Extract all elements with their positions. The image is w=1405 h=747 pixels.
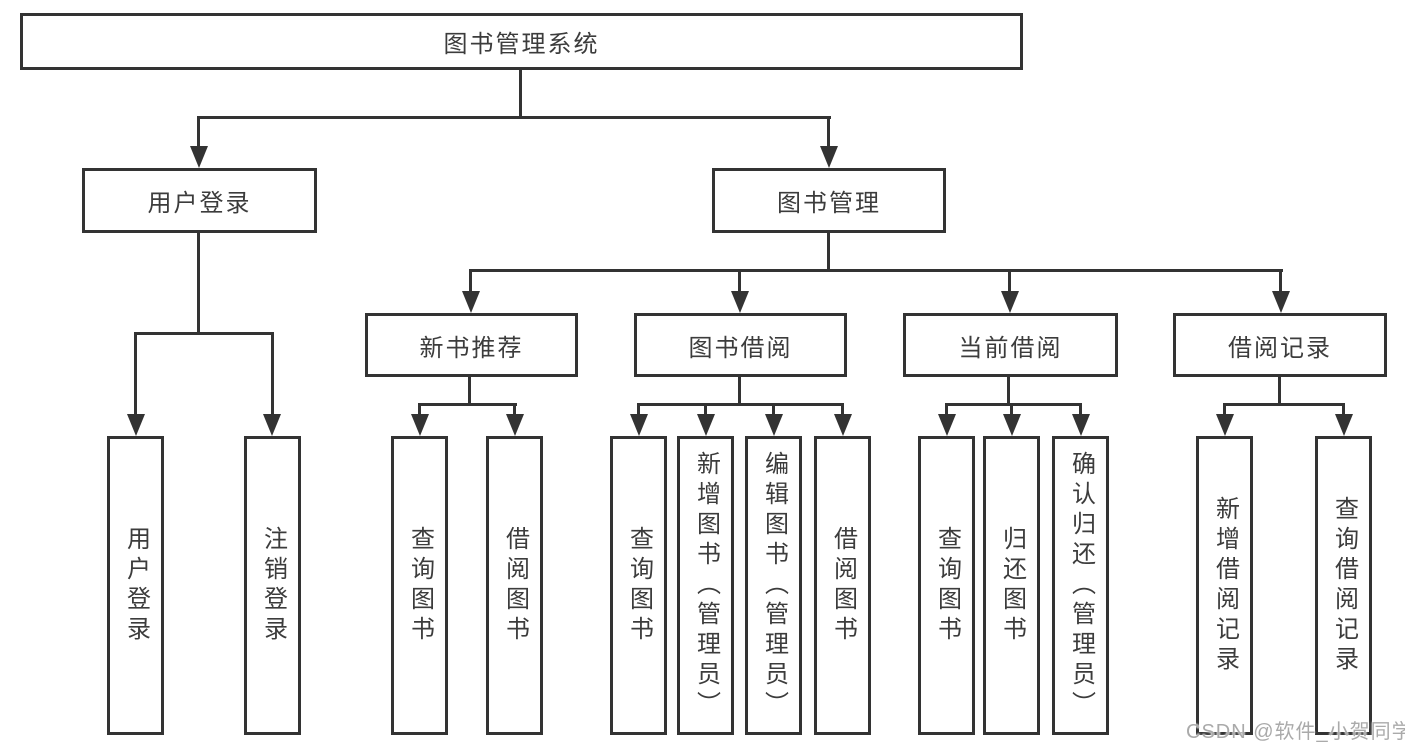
connector-segment: [1278, 377, 1281, 406]
arrowhead-icon: [506, 414, 524, 436]
connector-segment: [197, 116, 200, 150]
csdn-watermark: CSDN @软件_小贺同学: [1186, 721, 1405, 743]
arrowhead-icon: [731, 291, 749, 313]
connector-segment: [841, 403, 844, 417]
arrowhead-icon: [263, 414, 281, 436]
connector-segment: [772, 403, 775, 417]
connector-segment: [1223, 403, 1345, 406]
leaf-logout-login-label: 注销登录: [259, 525, 287, 646]
connector-segment: [519, 70, 522, 119]
node-user-login: 用户登录: [82, 168, 317, 233]
connector-segment: [637, 403, 844, 406]
leaf-borrow-books-recommend: 借阅图书: [486, 436, 543, 735]
connector-segment: [1010, 403, 1013, 417]
arrowhead-icon: [411, 414, 429, 436]
leaf-query-borrow-record-label: 查询借阅记录: [1330, 495, 1358, 676]
connector-segment: [738, 377, 741, 406]
arrowhead-icon: [1072, 414, 1090, 436]
leaf-add-books-admin: 新增图书（管理员）: [677, 436, 734, 735]
arrowhead-icon: [630, 414, 648, 436]
connector-segment: [1007, 377, 1010, 406]
leaf-confirm-return-admin-label: 确认归还（管理员）: [1067, 450, 1095, 721]
arrowhead-icon: [697, 414, 715, 436]
arrowhead-icon: [1216, 414, 1234, 436]
connector-segment: [1008, 269, 1011, 293]
connector-segment: [134, 332, 137, 416]
connector-segment: [1342, 403, 1345, 417]
arrowhead-icon: [190, 146, 208, 168]
leaf-borrow-books-label: 借阅图书: [829, 525, 857, 646]
leaf-user-login-label: 用户登录: [122, 525, 150, 646]
connector-segment: [1279, 269, 1282, 293]
connector-segment: [197, 233, 200, 335]
arrowhead-icon: [462, 291, 480, 313]
connector-segment: [704, 403, 707, 417]
node-new-book-recommend: 新书推荐: [365, 313, 578, 377]
connector-segment: [134, 332, 274, 335]
connector-segment: [738, 269, 741, 293]
node-current-borrow: 当前借阅: [903, 313, 1118, 377]
connector-segment: [197, 116, 831, 119]
leaf-borrow-books: 借阅图书: [814, 436, 871, 735]
node-book-borrow: 图书借阅: [634, 313, 847, 377]
node-current-borrow-label: 当前借阅: [958, 334, 1063, 362]
arrowhead-icon: [1272, 291, 1290, 313]
leaf-add-borrow-record-label: 新增借阅记录: [1211, 495, 1239, 676]
arrowhead-icon: [765, 414, 783, 436]
leaf-query-books-recommend: 查询图书: [391, 436, 448, 735]
connector-segment: [1223, 403, 1226, 417]
leaf-return-books: 归还图书: [983, 436, 1040, 735]
node-user-login-label: 用户登录: [147, 190, 252, 217]
node-borrow-records: 借阅记录: [1173, 313, 1387, 377]
arrowhead-icon: [938, 414, 956, 436]
connector-segment: [469, 269, 472, 293]
arrowhead-icon: [1335, 414, 1353, 436]
connector-segment: [945, 403, 1082, 406]
leaf-return-books-label: 归还图书: [998, 525, 1026, 646]
connector-segment: [1079, 403, 1082, 417]
arrowhead-icon: [127, 414, 145, 436]
arrowhead-icon: [1001, 291, 1019, 313]
leaf-query-books-recommend-label: 查询图书: [406, 525, 434, 646]
leaf-add-borrow-record: 新增借阅记录: [1196, 436, 1253, 735]
arrowhead-icon: [820, 146, 838, 168]
leaf-confirm-return-admin: 确认归还（管理员）: [1052, 436, 1109, 735]
connector-segment: [513, 403, 516, 417]
arrowhead-icon: [834, 414, 852, 436]
node-book-borrow-label: 图书借阅: [688, 334, 793, 362]
node-root-label: 图书管理系统: [443, 31, 600, 58]
connector-segment: [468, 377, 471, 406]
node-borrow-records-label: 借阅记录: [1228, 334, 1332, 362]
leaf-edit-books-admin: 编辑图书（管理员）: [745, 436, 802, 735]
node-new-book-recommend-label: 新书推荐: [419, 334, 524, 362]
leaf-query-books-borrow: 查询图书: [610, 436, 667, 735]
connector-segment: [637, 403, 640, 417]
leaf-query-books-borrow-label: 查询图书: [625, 525, 653, 646]
connector-segment: [827, 116, 830, 150]
connector-segment: [418, 403, 421, 417]
connector-segment: [945, 403, 948, 417]
connector-segment: [827, 233, 830, 272]
leaf-edit-books-admin-label: 编辑图书（管理员）: [760, 450, 788, 721]
leaf-logout-login: 注销登录: [244, 436, 301, 735]
leaf-query-books-current-label: 查询图书: [933, 525, 961, 646]
node-root-library-system: 图书管理系统: [20, 13, 1023, 70]
leaf-user-login: 用户登录: [107, 436, 164, 735]
leaf-borrow-books-recommend-label: 借阅图书: [501, 525, 529, 646]
arrowhead-icon: [1003, 414, 1021, 436]
connector-segment: [271, 332, 274, 416]
connector-segment: [469, 269, 1283, 272]
leaf-add-books-admin-label: 新增图书（管理员）: [692, 450, 720, 721]
leaf-query-borrow-record: 查询借阅记录: [1315, 436, 1372, 735]
connector-segment: [418, 403, 517, 406]
node-book-management: 图书管理: [712, 168, 946, 233]
node-book-management-label: 图书管理: [777, 190, 881, 217]
leaf-query-books-current: 查询图书: [918, 436, 975, 735]
